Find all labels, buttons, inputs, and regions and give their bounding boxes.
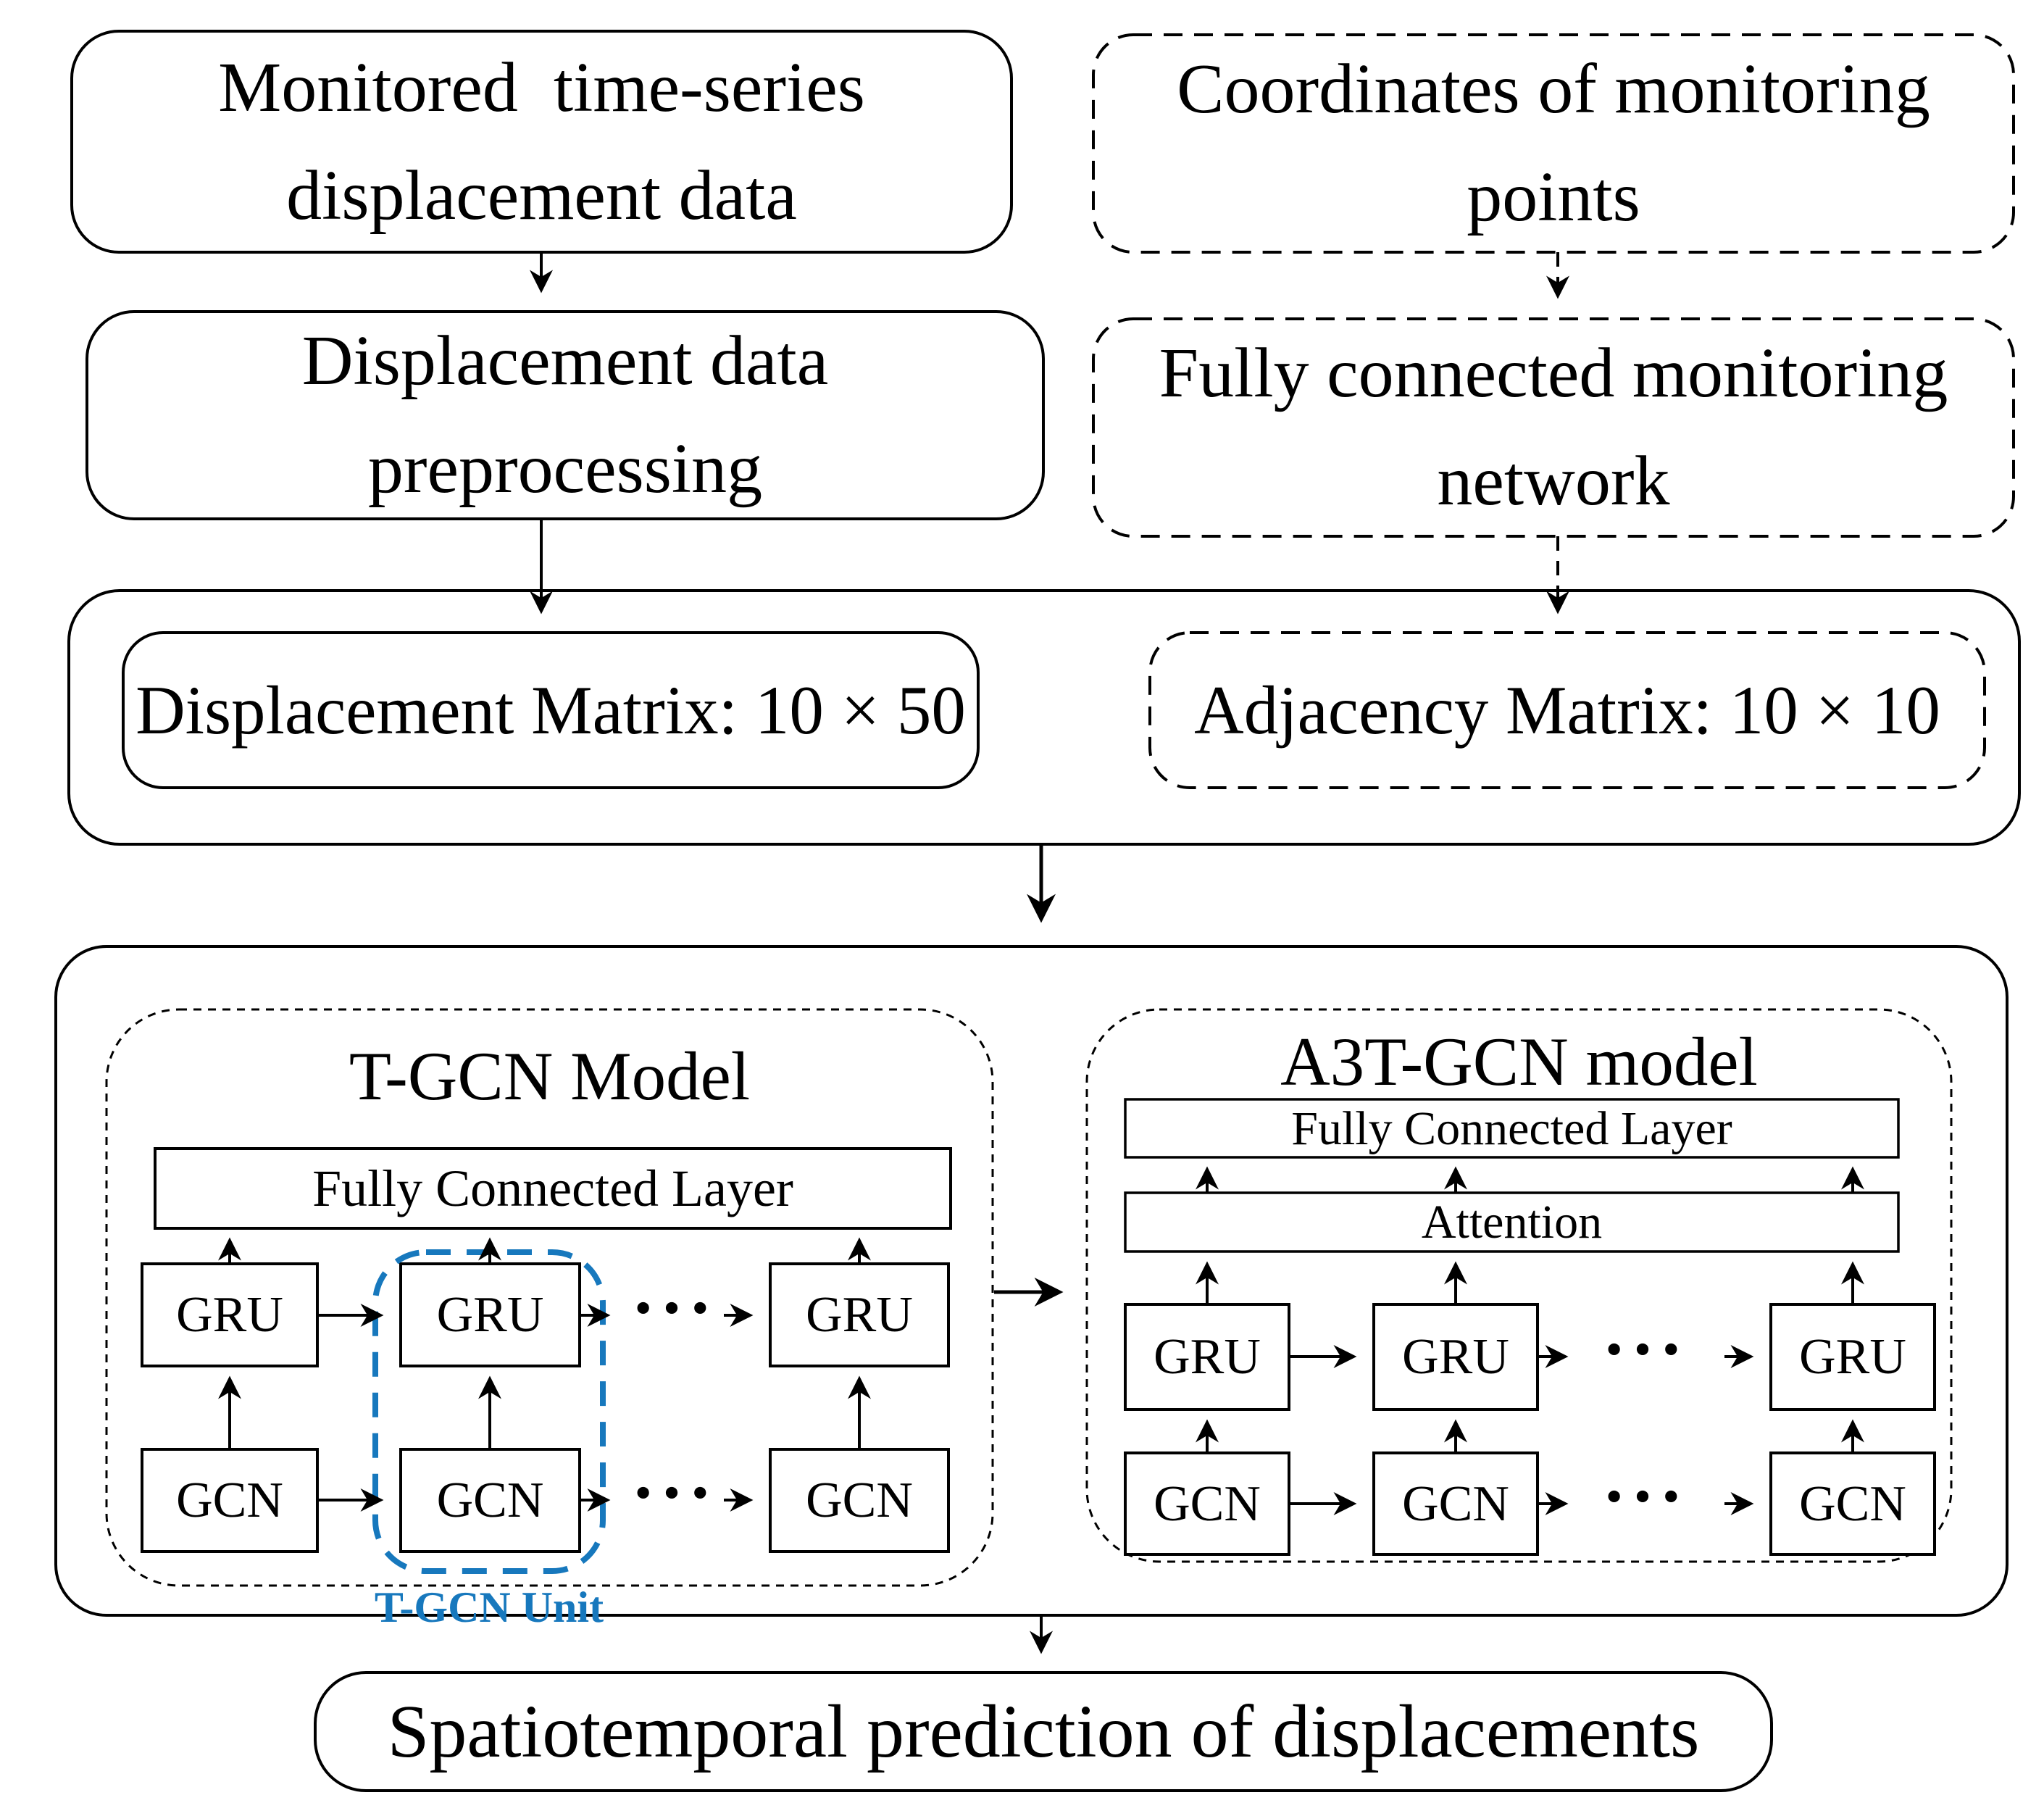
- a3t-fc-label: Fully Connected Layer: [1125, 1099, 1898, 1157]
- tgcn-gru-2-label: GRU: [436, 1287, 544, 1343]
- box-prediction-outline: [314, 1671, 1773, 1792]
- box-coordinates-outline: [1092, 33, 2015, 254]
- a3tgcn-model-outline: [1085, 1008, 1953, 1563]
- box-coordinates-line2: points: [1467, 158, 1640, 236]
- a3t-gru-3-outline: [1769, 1303, 1936, 1411]
- box-monitored-label: Monitored time-series displacement data: [72, 31, 1011, 252]
- tgcn-gru-1-label: GRU: [176, 1287, 283, 1343]
- tgcn-fc-label: Fully Connected Layer: [155, 1149, 951, 1228]
- a3tgcn-title: A3T-GCN model: [1087, 1018, 1951, 1105]
- displacement-matrix-text: Displacement Matrix: 10 × 50: [135, 671, 966, 749]
- a3t-gcn-3-label: GCN: [1799, 1475, 1906, 1532]
- tgcn-gru-2-outline: [399, 1262, 581, 1367]
- a3t-gcn-2-label: GCN: [1402, 1475, 1509, 1532]
- box-displacement-matrix-label: Displacement Matrix: 10 × 50: [123, 633, 978, 788]
- box-network-label: Fully connected monitoring network: [1093, 319, 2014, 536]
- box-preprocessing-outline: [85, 310, 1045, 520]
- tgcn-title: T-GCN Model: [107, 1029, 993, 1123]
- tgcn-gru-3-label: GRU: [806, 1287, 913, 1343]
- box-network-line1: Fully connected monitoring: [1159, 334, 1948, 413]
- tgcn-fc-text: Fully Connected Layer: [312, 1159, 793, 1217]
- tgcn-gru-1-outline: [141, 1262, 319, 1367]
- a3t-gcn-1-label: GCN: [1154, 1475, 1261, 1532]
- box-preprocessing-line2: preprocessing: [367, 430, 763, 508]
- box-network-line2: network: [1437, 442, 1670, 520]
- a3t-gru-3-label: GRU: [1799, 1329, 1906, 1385]
- box-preprocessing-label: Displacement data preprocessing: [87, 312, 1043, 519]
- box-coordinates-line1: Coordinates of monitoring: [1177, 50, 1930, 129]
- box-network-outline: [1092, 317, 2015, 538]
- tgcn-gcn-3-label: GCN: [806, 1473, 913, 1528]
- a3t-gcn-1-outline: [1124, 1451, 1290, 1556]
- a3t-attention-label: Attention: [1125, 1193, 1898, 1251]
- tgcn-gcn-2-outline: [399, 1448, 581, 1553]
- a3t-gru-2-label: GRU: [1402, 1329, 1509, 1385]
- box-preprocessing-line1: Displacement data: [301, 322, 829, 401]
- box-adjacency-matrix-label: Adjacency Matrix: 10 × 10: [1150, 633, 1985, 788]
- tgcn-model-outline: [105, 1008, 994, 1587]
- tgcn-gcn-1-label: GCN: [176, 1473, 283, 1528]
- adjacency-matrix-text: Adjacency Matrix: 10 × 10: [1194, 671, 1940, 749]
- a3t-fc-outline: [1124, 1098, 1900, 1159]
- a3t-gcn-ellipsis: ···: [1601, 1456, 1688, 1536]
- tgcn-unit-label: T-GCN Unit: [374, 1583, 604, 1631]
- tgcn-gcn-2-label: GCN: [436, 1473, 544, 1528]
- box-monitored-line2: displacement data: [286, 156, 797, 235]
- tgcn-gru-ellipsis: ···: [630, 1267, 717, 1348]
- box-prediction-label: Spatiotemporal prediction of displacemen…: [315, 1673, 1772, 1791]
- box-monitored-line1: Monitored time-series: [218, 48, 865, 127]
- a3t-gru-1-label: GRU: [1154, 1329, 1261, 1385]
- prediction-text: Spatiotemporal prediction of displacemen…: [387, 1689, 1700, 1773]
- tgcn-gcn-ellipsis: ···: [630, 1452, 717, 1533]
- a3t-gru-ellipsis: ···: [1601, 1309, 1688, 1389]
- a3tgcn-title-text: A3T-GCN model: [1280, 1022, 1758, 1100]
- box-coordinates-label: Coordinates of monitoring points: [1093, 35, 2014, 252]
- box-adjacency-matrix-outline: [1148, 631, 1986, 789]
- a3t-attention-text: Attention: [1421, 1196, 1603, 1249]
- tgcn-title-text: T-GCN Model: [349, 1037, 751, 1115]
- tgcn-gcn-3-outline: [769, 1448, 950, 1553]
- tgcn-gru-3-outline: [769, 1262, 950, 1367]
- box-displacement-matrix-outline: [122, 631, 980, 789]
- a3t-gru-1-outline: [1124, 1303, 1290, 1411]
- tgcn-fc-outline: [154, 1147, 952, 1230]
- a3t-attention-outline: [1124, 1191, 1900, 1253]
- a3t-fc-text: Fully Connected Layer: [1291, 1101, 1732, 1155]
